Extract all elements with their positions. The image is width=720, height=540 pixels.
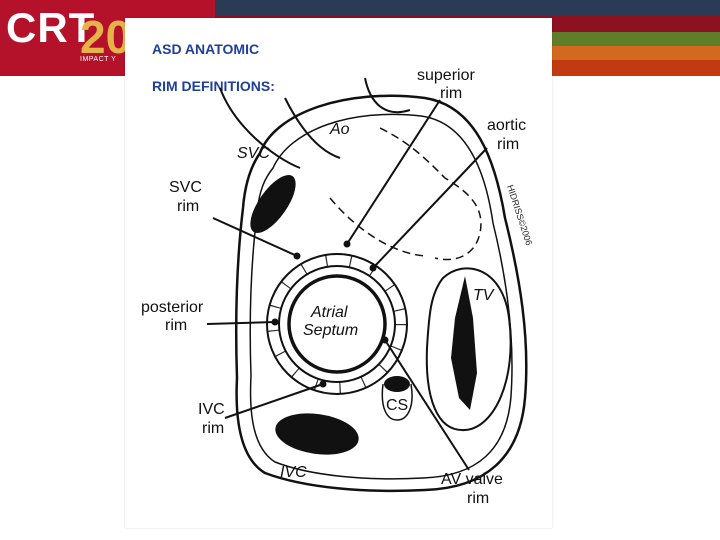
logo-tagline: IMPACT Y: [80, 56, 117, 63]
label-cs: CS: [386, 397, 408, 414]
leader-svc-rim: [212, 217, 298, 257]
leader-dot: [293, 252, 301, 260]
label-tv: TV: [473, 287, 495, 304]
label-posterior: posterior: [141, 299, 204, 316]
leader-dot: [319, 380, 327, 388]
slide-title-line1: ASD ANATOMIC: [152, 41, 260, 57]
label-ivc-rim: rim: [202, 420, 224, 437]
cs-outline: [381, 383, 413, 421]
svc-opening: [250, 175, 296, 233]
label-superior: superior: [417, 67, 475, 84]
tv-chamber: [425, 267, 512, 432]
label-aortic: aortic: [487, 117, 526, 134]
aortic-root-outline: [329, 197, 426, 257]
header-stripe: [215, 0, 720, 16]
label-atrial: Atrial: [310, 304, 348, 321]
label-ao: Ao: [329, 121, 350, 138]
leader-aortic-rim: [372, 147, 488, 269]
diagram-panel: ASD ANATOMIC RIM DEFINITIONS:: [125, 18, 552, 528]
label-av-valve-rim: rim: [467, 490, 489, 507]
leader-av-valve-rim: [384, 339, 470, 471]
heart-outline: [235, 94, 528, 493]
label-superior-rim: rim: [440, 85, 462, 102]
label-svc-rim-svc: SVC: [169, 179, 202, 196]
leader-dot: [271, 318, 279, 326]
slide-title-line2: RIM DEFINITIONS:: [152, 78, 275, 94]
heart-outline-inner: [249, 113, 513, 480]
label-posterior-rim: rim: [165, 317, 187, 334]
leader-dot: [381, 336, 389, 344]
logo-year: 20: [80, 11, 132, 63]
ao-vessel-wall: [284, 97, 341, 159]
atrial-septum: [287, 274, 387, 374]
leader-superior-rim: [346, 99, 441, 245]
label-svc: SVC: [237, 145, 270, 162]
label-ivc: IVC: [280, 464, 307, 481]
tv-leaflet: [451, 276, 477, 410]
label-septum: Septum: [303, 322, 358, 339]
rim-ring-inner: [278, 265, 396, 383]
rim-ring-segments: [267, 254, 407, 394]
label-svc-rim: rim: [177, 198, 199, 215]
aortic-root-outline: [379, 127, 482, 261]
leader-ivc-rim: [224, 383, 324, 419]
label-aortic-rim: rim: [497, 136, 519, 153]
cs-opening: [384, 376, 410, 392]
label-av-valve: AV valve: [441, 471, 503, 488]
svc-vessel-wall: [219, 87, 301, 169]
logo-brand: CRT: [6, 4, 96, 51]
leader-posterior-rim: [206, 321, 276, 325]
label-ivc-rim-ivc: IVC: [198, 401, 225, 418]
heart-diagram: superior rim aortic rim SVC rim posterio…: [141, 67, 534, 507]
ivc-opening: [275, 413, 359, 455]
leader-dot: [343, 240, 351, 248]
vessel-wall: [364, 77, 411, 114]
leader-dot: [369, 264, 377, 272]
